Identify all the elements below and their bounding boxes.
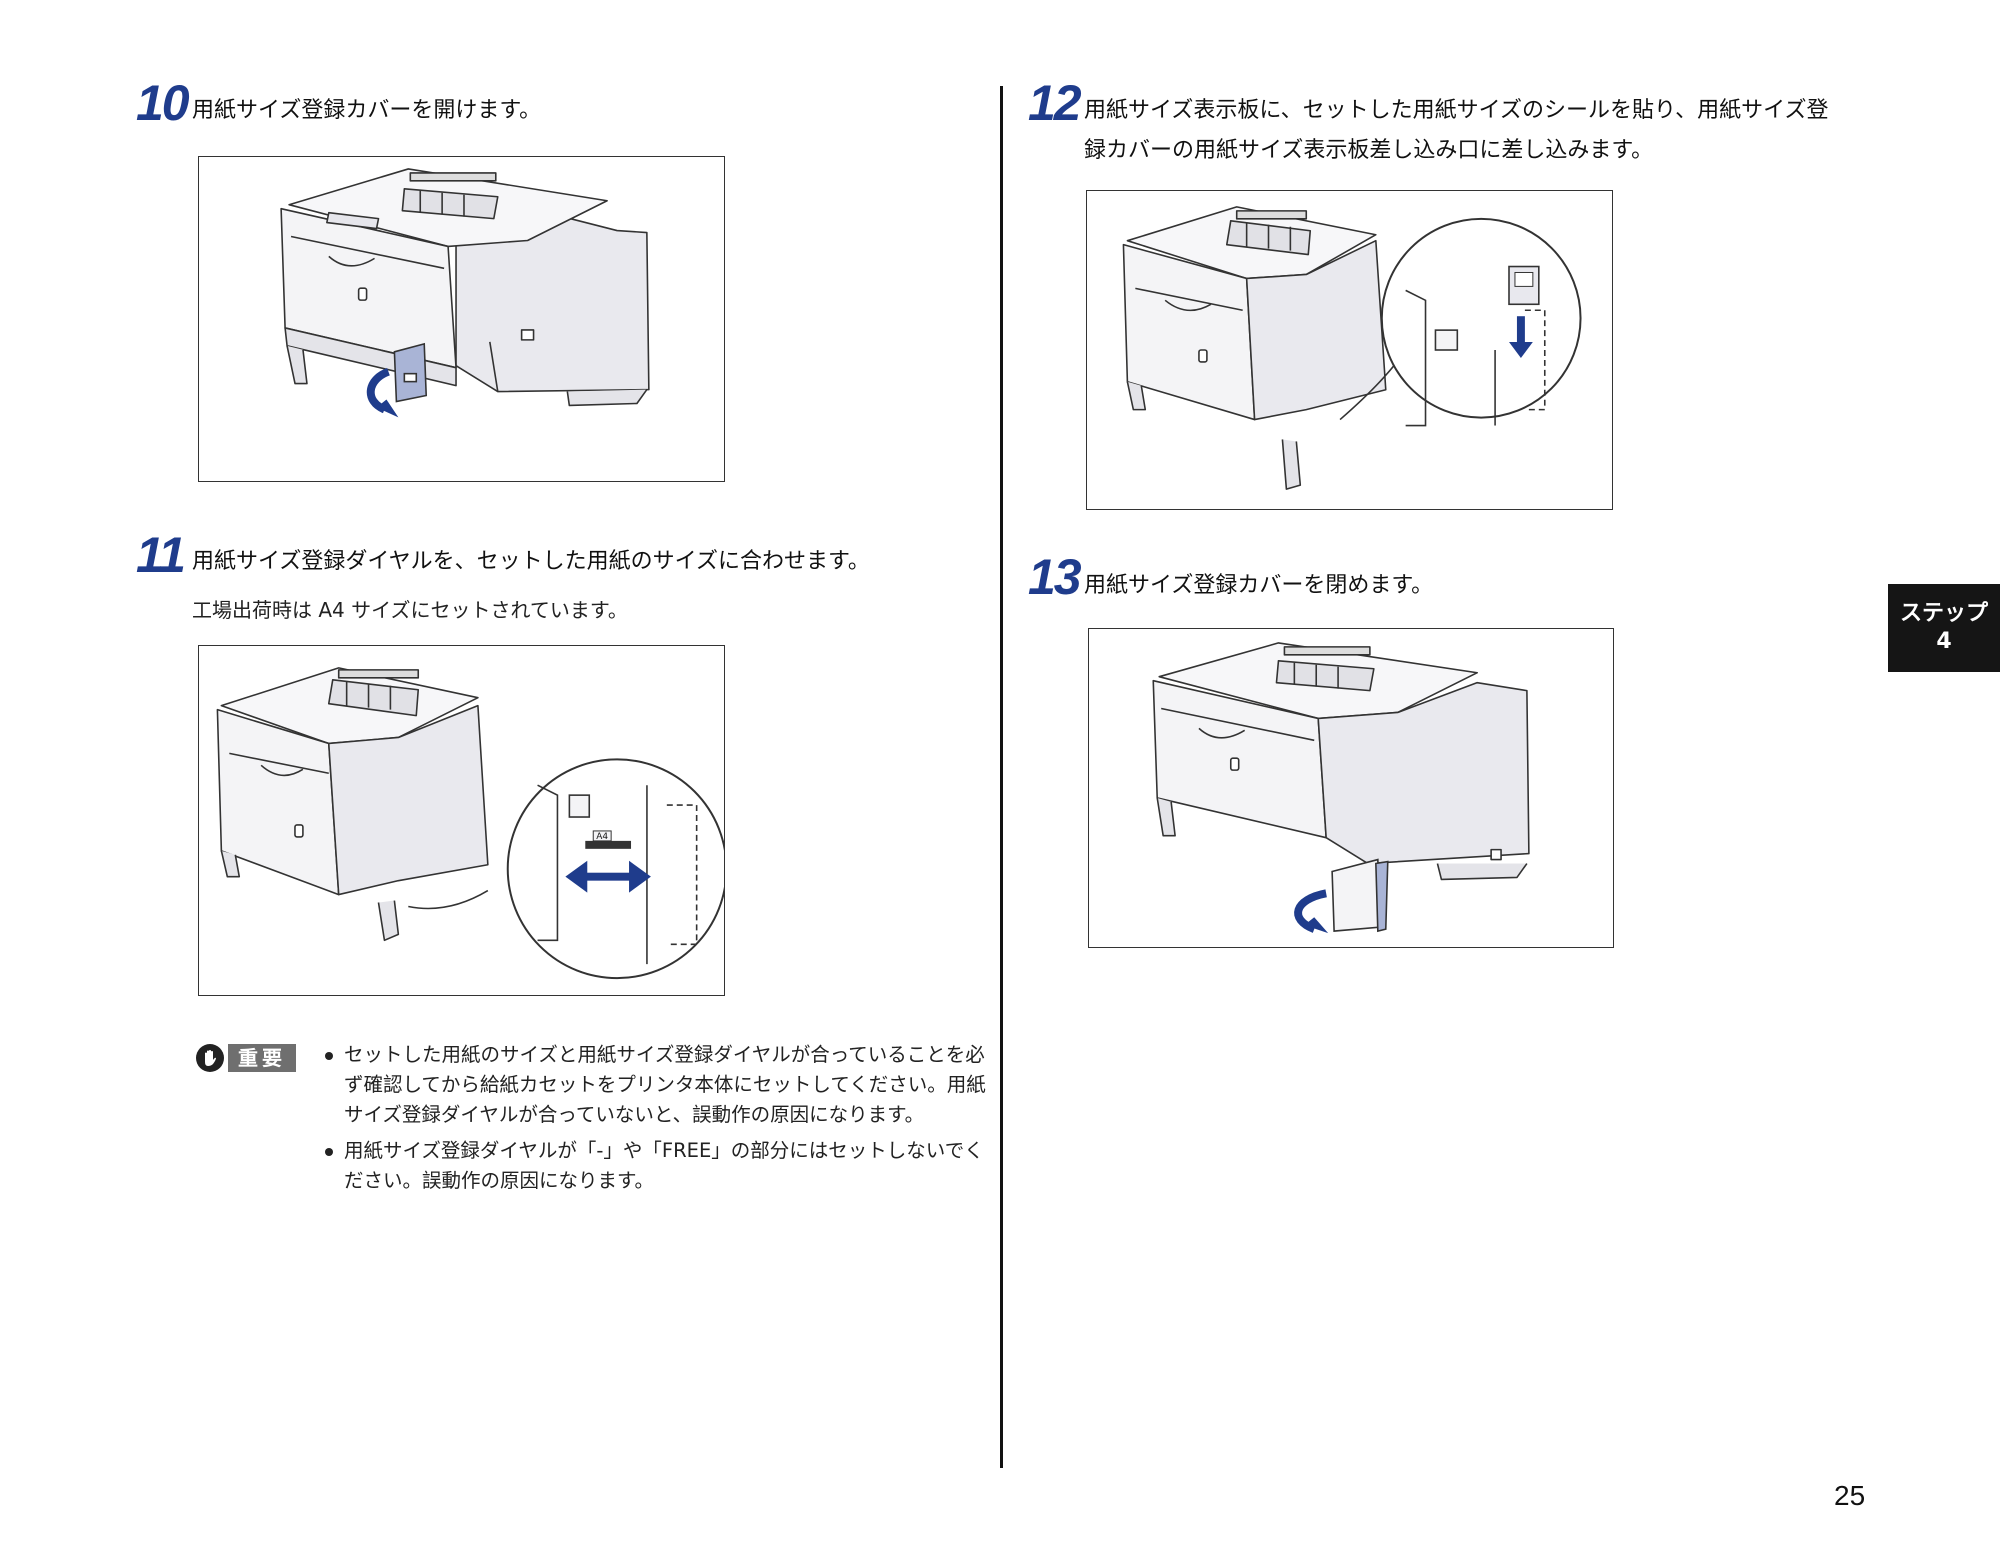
printer-size-plate-illustration <box>1122 206 1582 490</box>
dial-gear <box>585 830 632 849</box>
step-text-11: 用紙サイズ登録ダイヤルを、セットした用紙のサイズに合わせます。 <box>192 549 870 574</box>
step-number-10: 10 <box>136 75 190 131</box>
step-number-12: 12 <box>1028 75 1082 131</box>
step-number-13: 13 <box>1028 549 1082 605</box>
hand-stop-icon <box>196 1044 224 1072</box>
important-badge: 重要 <box>196 1044 300 1072</box>
figure-step-13-close-cover <box>1088 628 1614 948</box>
figure-step-11-dial-setting: A4 <box>198 645 725 996</box>
figure-step-12-size-plate <box>1086 190 1613 510</box>
important-label: 重要 <box>228 1044 296 1072</box>
step-text-10: 用紙サイズ登録カバーを開けます。 <box>192 98 542 123</box>
side-tab-step-number: 4 <box>1936 629 1952 654</box>
column-divider <box>1000 86 1003 1468</box>
printer-dial-illustration: A4 <box>216 667 724 980</box>
size-plate <box>1508 265 1540 306</box>
step-text-12-line2: 録カバーの用紙サイズ表示板差し込み口に差し込みます。 <box>1084 138 1654 163</box>
note-item: セットした用紙のサイズと用紙サイズ登録ダイヤルが合っていることを必ず確認してから… <box>322 1040 990 1130</box>
step-number-11: 11 <box>136 527 186 583</box>
step-text-13: 用紙サイズ登録カバーを閉めます。 <box>1084 573 1434 598</box>
important-notes-list: セットした用紙のサイズと用紙サイズ登録ダイヤルが合っていることを必ず確認してから… <box>322 1040 990 1202</box>
step-text-12-line1: 用紙サイズ表示板に、セットした用紙サイズのシールを貼り、用紙サイズ登 <box>1084 98 1829 123</box>
step-subtext-11: 工場出荷時は A4 サイズにセットされています。 <box>192 598 628 622</box>
note-item: 用紙サイズ登録ダイヤルが「-」や「FREE」の部分にはセットしないでください。誤… <box>322 1136 990 1196</box>
step-side-tab[interactable]: ステップ 4 <box>1888 584 2000 672</box>
dial-size-label: A4 <box>596 832 608 842</box>
side-tab-label: ステップ <box>1899 601 1988 626</box>
figure-step-10-printer-open-cover <box>198 156 725 482</box>
printer-illustration <box>280 168 650 418</box>
printer-close-cover-illustration <box>1152 642 1530 934</box>
page-number: 25 <box>1834 1480 1866 1511</box>
